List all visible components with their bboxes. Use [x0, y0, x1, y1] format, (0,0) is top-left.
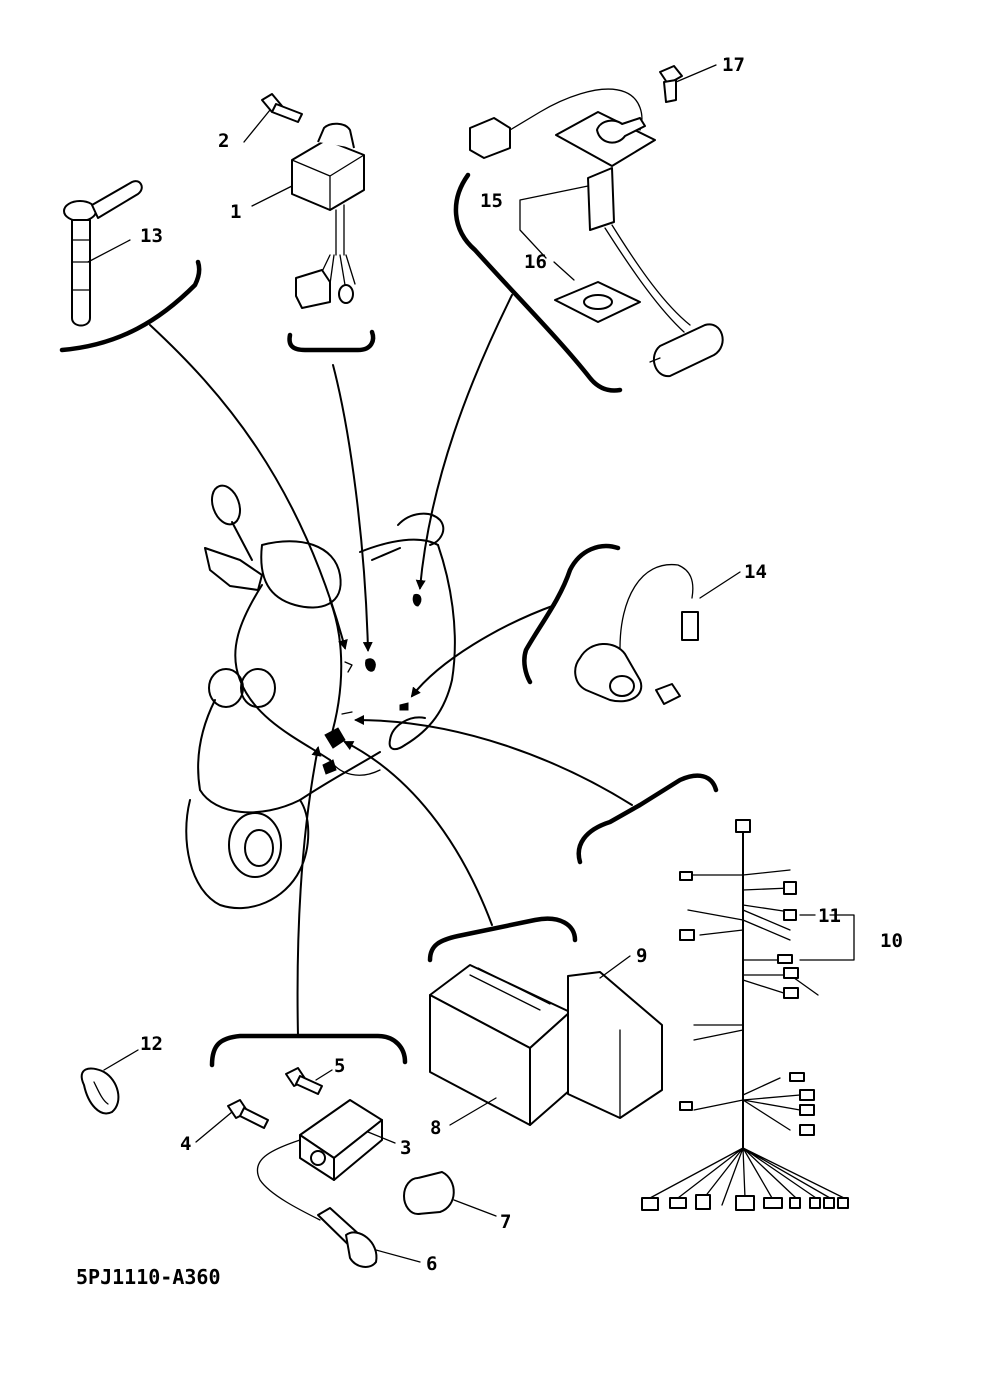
label-17: 17: [722, 54, 745, 76]
label-15: 15: [480, 190, 503, 212]
battery-cover-part-9: [567, 971, 663, 1119]
label-5: 5: [334, 1055, 345, 1077]
callout-brackets: [59, 172, 719, 1068]
label-12: 12: [140, 1033, 163, 1055]
label-14: 14: [744, 561, 767, 583]
screw-part-2: [261, 93, 303, 123]
diagram-code: 5PJ1110-A360: [76, 1265, 221, 1289]
cap-part-7: [403, 1171, 455, 1215]
label-6: 6: [426, 1253, 437, 1275]
switch-part-14: [574, 564, 699, 705]
label-10: 10: [880, 930, 903, 952]
ignition-coil-part: [256, 1099, 383, 1268]
label-2: 2: [218, 130, 229, 152]
label-8: 8: [430, 1117, 441, 1139]
clip-part-12: [80, 1067, 120, 1115]
pointer-arrows: [149, 294, 633, 1037]
cdi-unit-part: [291, 122, 365, 309]
label-11: 11: [818, 905, 841, 927]
scooter-outline: [185, 484, 456, 910]
gasket-part-16: [554, 281, 641, 323]
screw-part-17: [659, 65, 683, 103]
label-9: 9: [636, 945, 647, 967]
label-3: 3: [400, 1137, 411, 1159]
wire-harness-part: [641, 819, 849, 1211]
battery-part-8: [429, 964, 571, 1126]
label-13: 13: [140, 225, 163, 247]
label-16: 16: [524, 251, 547, 273]
bolt-part-4: [227, 1099, 269, 1129]
leader-lines: [87, 64, 855, 1263]
spark-plug-cap-part: [63, 180, 143, 327]
label-4: 4: [180, 1133, 191, 1155]
part-number-labels: 17 15 16 2 1 13 14 11 10 9 8 12 5 4 3 7 …: [76, 54, 903, 1289]
bolt-part-5: [285, 1067, 323, 1095]
fuel-sender-part: [469, 88, 724, 378]
label-1: 1: [230, 201, 241, 223]
label-7: 7: [500, 1211, 511, 1233]
